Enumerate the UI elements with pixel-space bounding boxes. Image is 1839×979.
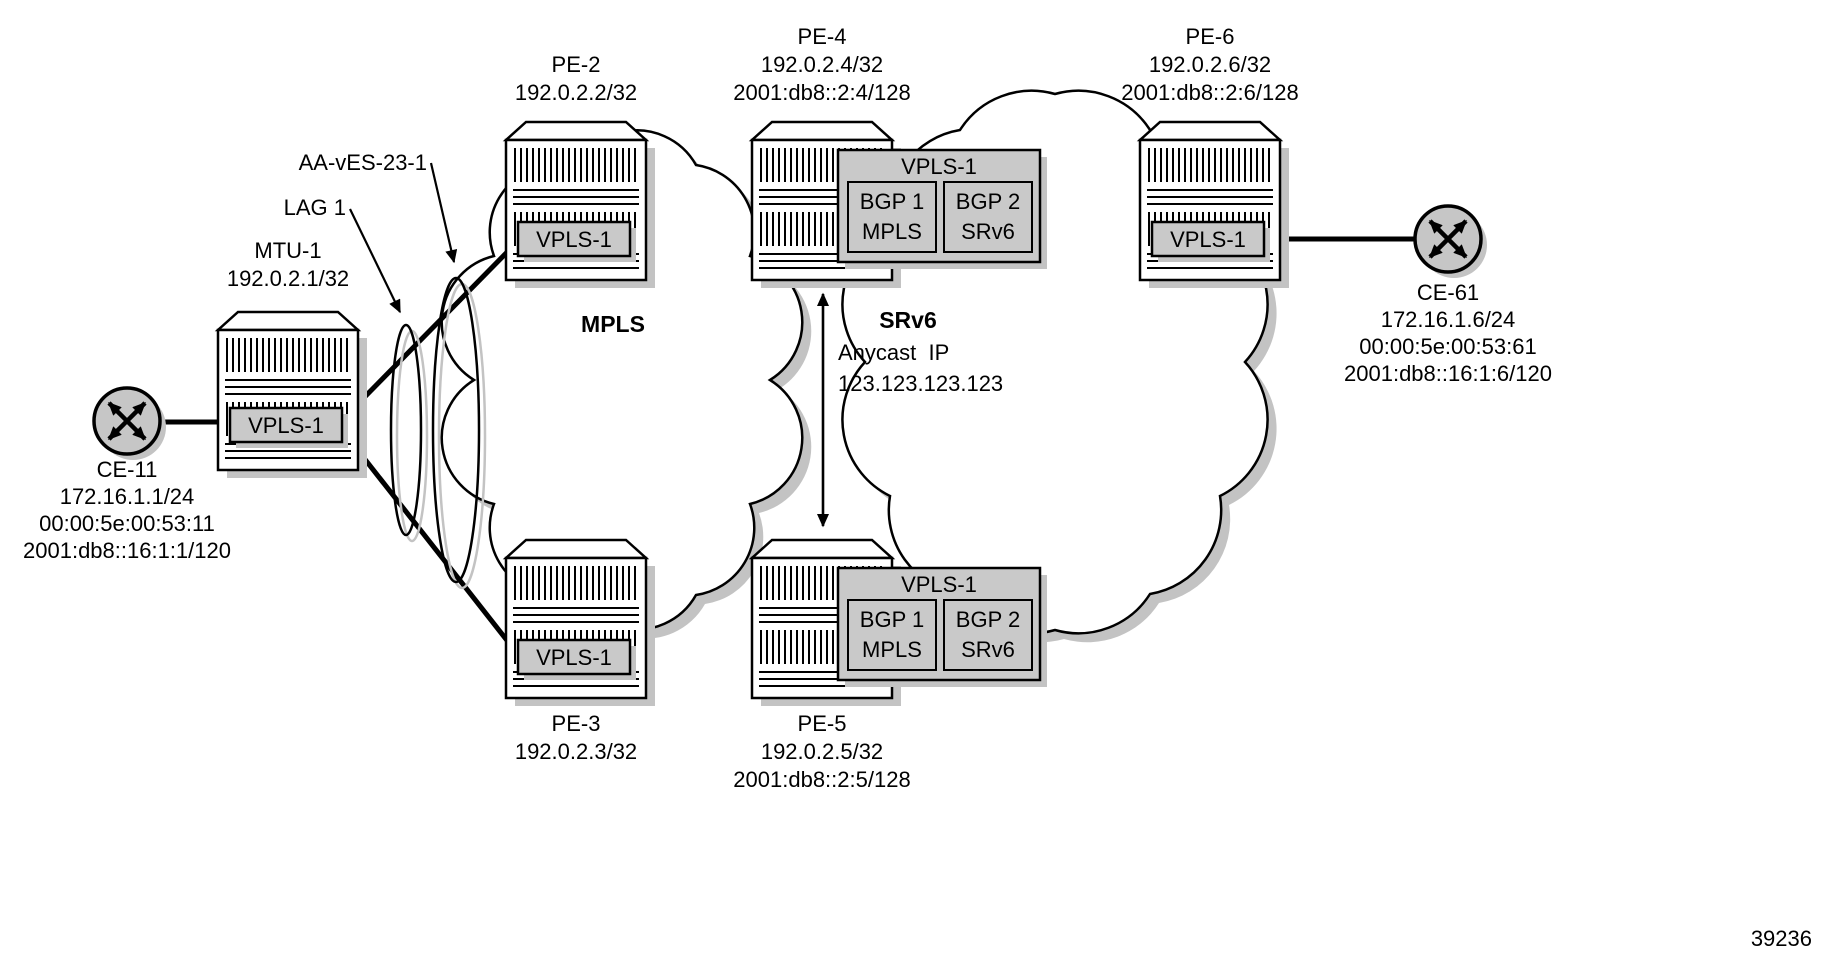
node-pe5: VPLS-1 BGP 1 MPLS BGP 2 SRv6 PE-5 192.0.… bbox=[733, 538, 1047, 792]
service-label: VPLS-1 bbox=[536, 227, 612, 252]
node-label: PE-4 bbox=[798, 24, 847, 49]
node-label: PE-5 bbox=[798, 711, 847, 736]
node-label: MTU-1 bbox=[254, 238, 321, 263]
lag-ellipse-shadow bbox=[395, 329, 429, 543]
bgp-mpls-box bbox=[847, 181, 937, 253]
node-ce61: CE-61 172.16.1.6/24 00:00:5e:00:53:61 20… bbox=[1344, 204, 1552, 386]
node-address: 192.0.2.4/32 bbox=[761, 52, 883, 77]
bgp-name: BGP 2 bbox=[956, 189, 1020, 214]
node-pe3: VPLS-1 PE-3 192.0.2.3/32 bbox=[504, 538, 655, 764]
node-address: 172.16.1.6/24 bbox=[1381, 307, 1516, 332]
anycast-ip: 123.123.123.123 bbox=[838, 371, 1003, 396]
node-address-v6: 2001:db8::16:1:6/120 bbox=[1344, 361, 1552, 386]
bgp-transport: SRv6 bbox=[961, 219, 1015, 244]
bgp-mpls-box bbox=[847, 599, 937, 671]
bgp-name: BGP 2 bbox=[956, 607, 1020, 632]
lag-label: LAG 1 bbox=[284, 195, 346, 220]
node-address: 172.16.1.1/24 bbox=[60, 484, 195, 509]
bgp-name: BGP 1 bbox=[860, 607, 924, 632]
node-pe2: PE-2 192.0.2.2/32 VPLS-1 bbox=[504, 52, 655, 288]
node-label: PE-6 bbox=[1186, 24, 1235, 49]
bgp-transport: MPLS bbox=[862, 637, 922, 662]
node-mac: 00:00:5e:00:53:61 bbox=[1359, 334, 1536, 359]
node-address: 192.0.2.5/32 bbox=[761, 739, 883, 764]
service-box bbox=[1150, 220, 1266, 258]
service-label: VPLS-1 bbox=[248, 413, 324, 438]
service-label: VPLS-1 bbox=[901, 154, 977, 179]
node-address-v6: 2001:db8::2:5/128 bbox=[733, 767, 910, 792]
node-address: 192.0.2.1/32 bbox=[227, 266, 349, 291]
anycast-title: Anycast IP bbox=[838, 340, 949, 365]
node-address-v6: 2001:db8::2:6/128 bbox=[1121, 80, 1298, 105]
service-box bbox=[516, 220, 632, 258]
figure-number: 39236 bbox=[1751, 926, 1812, 951]
node-mtu1: MTU-1 192.0.2.1/32 VPLS-1 bbox=[216, 238, 367, 478]
node-address: 192.0.2.3/32 bbox=[515, 739, 637, 764]
ethernet-segment-label: AA-vES-23-1 bbox=[299, 150, 427, 175]
node-mac: 00:00:5e:00:53:11 bbox=[39, 511, 215, 536]
service-box bbox=[228, 406, 344, 444]
bgp-name: BGP 1 bbox=[860, 189, 924, 214]
lag-leader bbox=[349, 208, 401, 314]
node-label: CE-61 bbox=[1417, 280, 1479, 305]
node-pe6: PE-6 192.0.2.6/32 2001:db8::2:6/128 VPLS… bbox=[1121, 24, 1299, 288]
ethernet-segment-callout: AA-vES-23-1 bbox=[299, 150, 458, 264]
srv6-region-label: SRv6 bbox=[879, 307, 937, 333]
ce-router-cross-arrow bbox=[1428, 219, 1468, 259]
bgp-transport: MPLS bbox=[862, 219, 922, 244]
link-mtu1-pe3 bbox=[340, 428, 522, 659]
service-label: VPLS-1 bbox=[901, 572, 977, 597]
service-label: VPLS-1 bbox=[536, 645, 612, 670]
node-pe4: PE-4 192.0.2.4/32 2001:db8::2:4/128 VPLS… bbox=[733, 24, 1047, 288]
node-address: 192.0.2.6/32 bbox=[1149, 52, 1271, 77]
node-label: CE-11 bbox=[97, 457, 158, 482]
ethernet-segment-leader bbox=[429, 162, 458, 264]
service-box bbox=[516, 638, 632, 676]
mpls-region-label: MPLS bbox=[581, 311, 645, 337]
bgp-srv6-box bbox=[943, 599, 1033, 671]
ce-router-cross-arrow bbox=[107, 401, 147, 441]
service-label: VPLS-1 bbox=[1170, 227, 1246, 252]
node-address-v6: 2001:db8::16:1:1/120 bbox=[23, 538, 231, 563]
link-mtu1-pe2 bbox=[340, 237, 522, 422]
ethernet-segment-ellipse bbox=[431, 276, 481, 584]
node-label: PE-3 bbox=[552, 711, 601, 736]
lag-ellipse bbox=[389, 323, 423, 537]
node-label: PE-2 bbox=[552, 52, 601, 77]
node-address-v6: 2001:db8::2:4/128 bbox=[733, 80, 910, 105]
node-address: 192.0.2.2/32 bbox=[515, 80, 637, 105]
bgp-srv6-box bbox=[943, 181, 1033, 253]
anycast-annotation: Anycast IP 123.123.123.123 bbox=[817, 292, 1003, 528]
bgp-transport: SRv6 bbox=[961, 637, 1015, 662]
node-ce11: CE-11 172.16.1.1/24 00:00:5e:00:53:11 20… bbox=[23, 386, 231, 563]
lag-callout: LAG 1 bbox=[284, 195, 401, 314]
